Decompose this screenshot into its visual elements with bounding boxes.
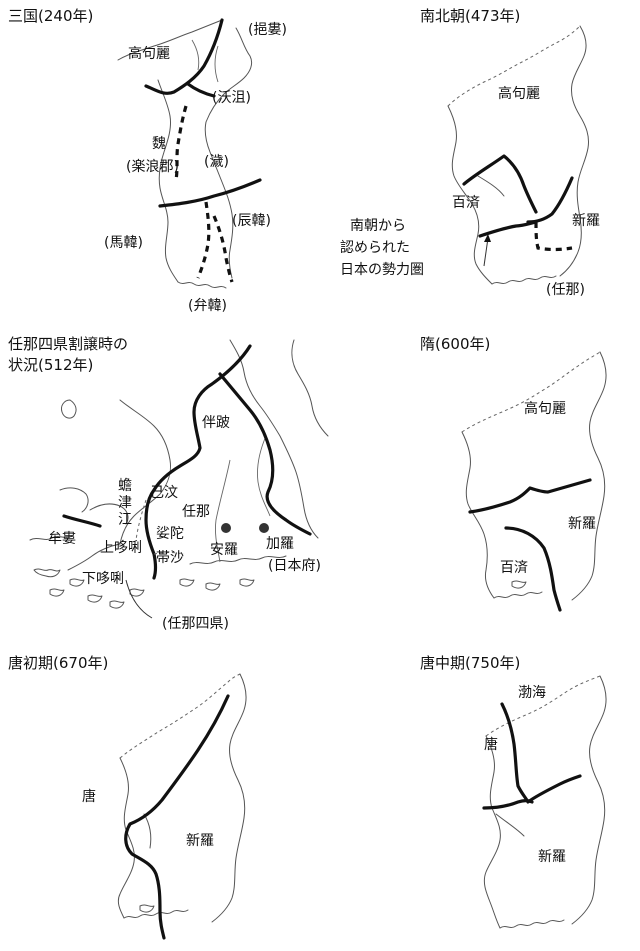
map-panel-2 — [447, 25, 589, 285]
label-bohai: 渤海 — [518, 685, 546, 701]
label-goguryeo: 高句麗 — [128, 46, 170, 62]
label-tang-5: 唐 — [82, 789, 96, 805]
map-panel-4 — [461, 351, 607, 612]
label-ye: (濊) — [204, 154, 229, 170]
panel4-title: 隋(600年) — [420, 335, 491, 353]
label-gimun: 己汶 — [150, 485, 178, 501]
label-banpa: 伴跛 — [202, 415, 230, 431]
label-byeonhan: (弁韓) — [188, 298, 227, 314]
label-mahan: (馬韓) — [104, 235, 143, 251]
label-note-2: 認められた — [340, 240, 410, 256]
label-jinhan: (辰韓) — [232, 213, 271, 229]
label-mimana-3: 任那 — [182, 504, 210, 520]
label-sata: 娑陀 — [156, 526, 184, 542]
label-note-3: 日本の勢力圏 — [340, 262, 424, 278]
label-nihonfu: (日本府) — [268, 558, 321, 574]
panel5-title: 唐初期(670年) — [8, 654, 109, 672]
panel1-title: 三国(240年) — [8, 7, 94, 25]
label-taisha: 帯沙 — [156, 550, 184, 566]
panel6-title: 唐中期(750年) — [420, 654, 521, 672]
map-panel-3 — [29, 339, 329, 619]
label-silla-4: 新羅 — [568, 516, 596, 532]
panel3-title-line2: 状況(512年) — [8, 356, 94, 374]
map-panel-5 — [117, 673, 247, 940]
label-silla-6: 新羅 — [538, 849, 566, 865]
label-baekje-2: 百済 — [452, 195, 480, 211]
label-note-1: 南朝から — [350, 218, 406, 234]
label-ara: 安羅 — [210, 542, 238, 558]
panel3-title-line1: 任那四県割譲時の — [8, 335, 129, 353]
label-lower-tari: 下哆唎 — [82, 571, 124, 587]
label-goguryeo-4: 高句麗 — [524, 401, 566, 417]
label-wei: 魏 — [152, 136, 166, 152]
map-panel-1 — [117, 18, 262, 289]
map-panel-6 — [482, 675, 607, 929]
label-lelang: (楽浪郡) — [126, 159, 179, 175]
label-kara: 加羅 — [266, 536, 294, 552]
label-silla-2: 新羅 — [572, 213, 600, 229]
label-yilou: (挹婁) — [248, 22, 287, 38]
label-silla-5: 新羅 — [186, 833, 214, 849]
label-tang-6: 唐 — [484, 737, 498, 753]
label-goguryeo-2: 高句麗 — [498, 86, 540, 102]
label-four-prefectures: (任那四県) — [162, 616, 229, 632]
label-baekje-4: 百済 — [500, 560, 528, 576]
label-okjeo: (沃沮) — [212, 90, 251, 106]
label-tamjin-river: 蟾津江 — [118, 478, 132, 528]
label-mumo: 牟婁 — [48, 531, 76, 547]
label-upper-tari: 上哆唎 — [100, 540, 142, 556]
panel2-title: 南北朝(473年) — [420, 7, 521, 25]
label-mimana-2: (任那) — [546, 282, 585, 298]
